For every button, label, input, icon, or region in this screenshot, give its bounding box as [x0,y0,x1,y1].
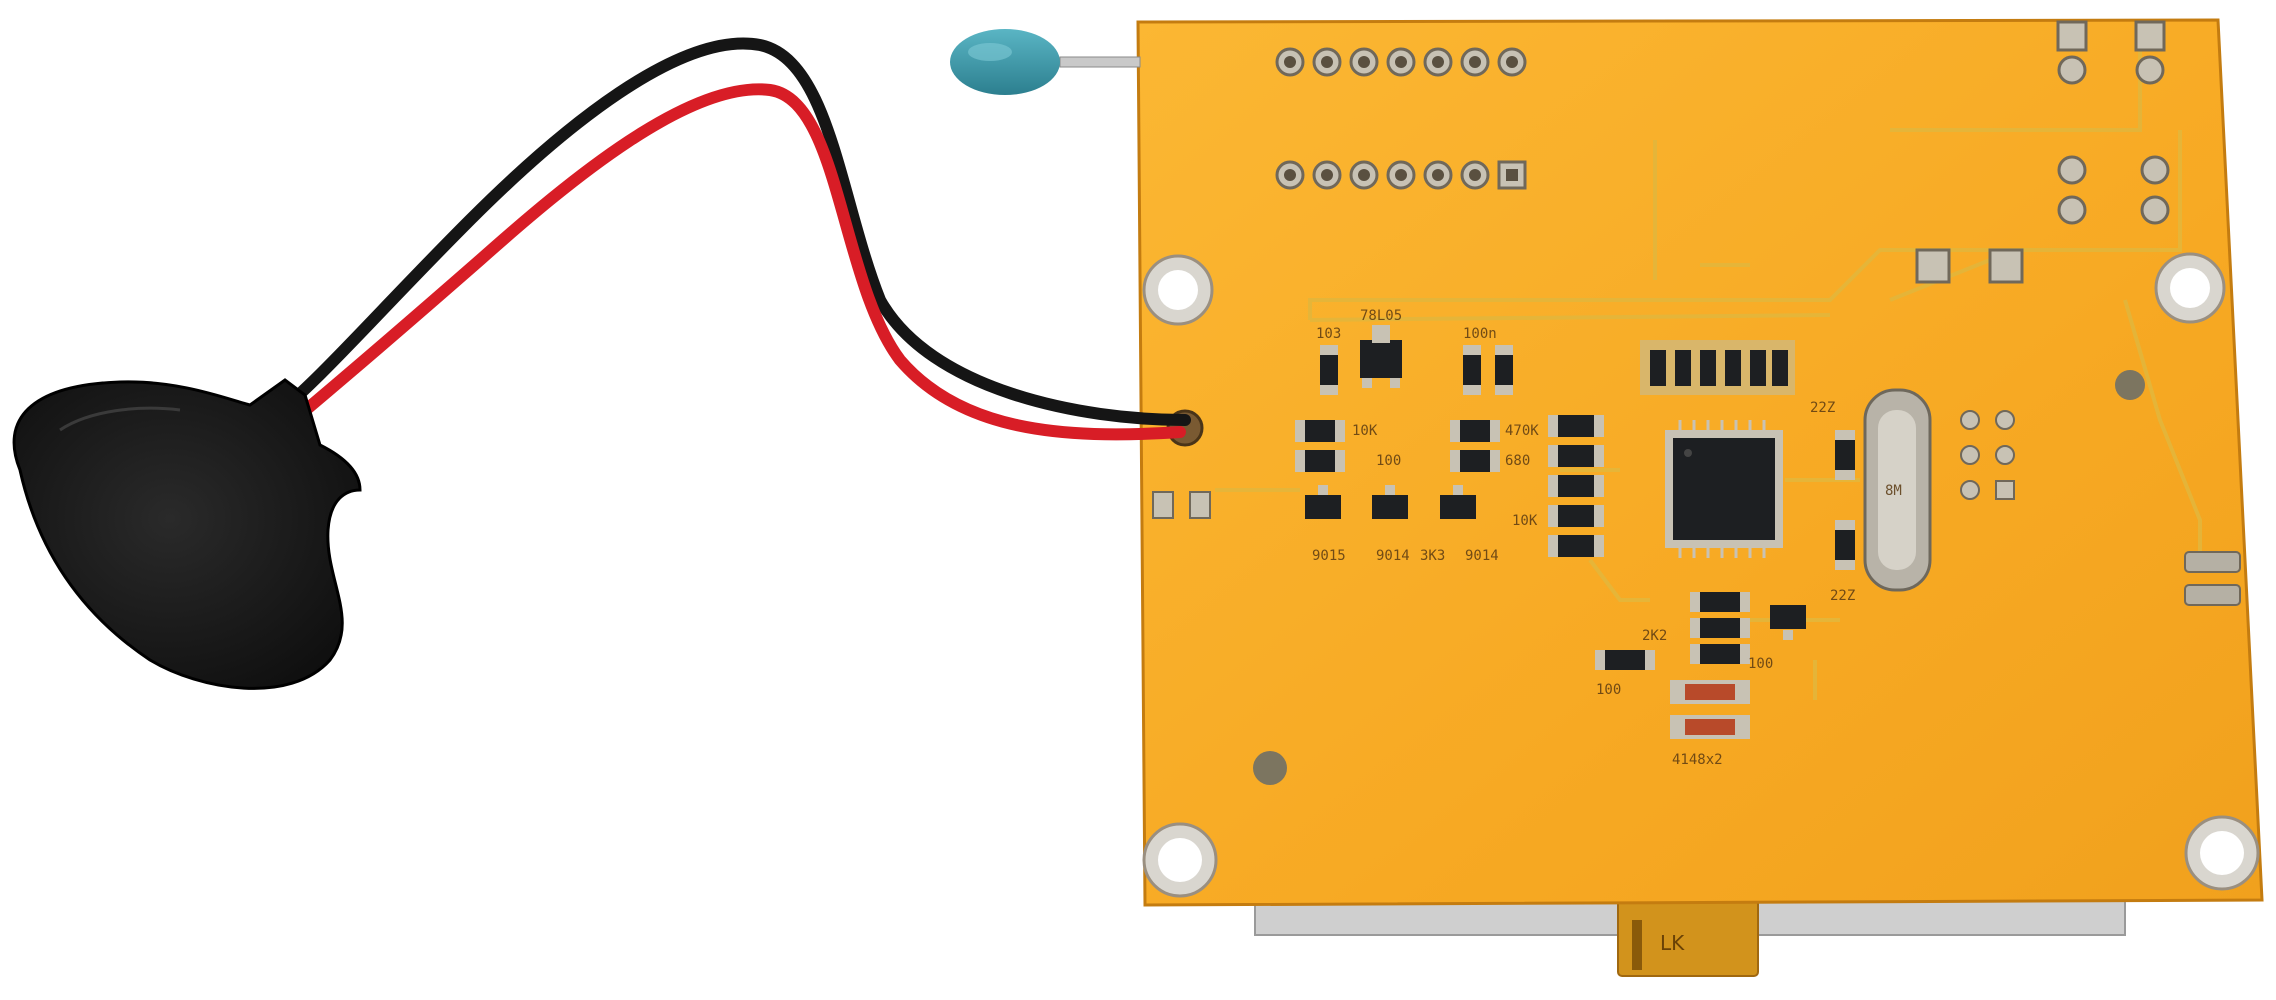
silk-r1: 10K [1352,423,1378,439]
wire-black [264,37,1191,426]
resistor-array [1640,340,1795,395]
smd-resistors-mid: 10K [1512,415,1604,557]
left-small-pads [1152,491,1211,519]
silk-c2: 100n [1463,326,1497,342]
transistors: 9015 9014 9014 3K3 [1305,485,1499,564]
smd-resistors-right: 22Z 22Z [1810,400,1855,604]
smd-resistors-left: 10K 470K 680 100 [1295,420,1539,472]
silk-u1: 78L05 [1360,308,1402,324]
teal-capacitor [950,29,1141,95]
silk-q2: 9014 [1376,548,1410,564]
battery-wires [264,37,1191,446]
flex-cable-label: LK [1660,931,1685,955]
silk-d1: 4148x2 [1672,752,1723,768]
header-pins-second-row [1275,160,1527,190]
silk-r3: 680 [1505,453,1530,469]
silk-r11: 100 [1748,656,1773,672]
flex-cable: LK [1617,899,1759,977]
smd-caps-top: 103 100n [1316,326,1513,395]
silk-r7: 22Z [1810,400,1835,416]
test-pad-grid [1960,410,2015,500]
right-pin-pairs [2056,20,2170,225]
silk-r6: 10K [1512,513,1538,529]
silk-r9: 22Z [1830,588,1855,604]
silk-r8: 2K2 [1642,628,1667,644]
smd-bottom-cluster: 2K2 100 100 4148x2 [1595,592,1806,768]
wire-red [264,83,1186,446]
silk-r10: 100 [1596,682,1621,698]
silk-r5: 3K3 [1420,548,1445,564]
battery-snap-connector [12,378,362,690]
via-large [1253,751,1287,785]
square-pads [1915,248,2024,284]
crystal-oscillator: 8M [1863,388,1932,592]
silk-r2: 470K [1505,423,1539,439]
mounting-holes [1142,252,2260,898]
silk-q3: 9014 [1465,548,1499,564]
via-large [2115,370,2145,400]
edge-pads [2184,551,2241,606]
silk-r4: 100 [1376,453,1401,469]
microcontroller-chip [1665,420,1783,558]
silk-xtal: 8M [1885,483,1902,499]
header-pins-top-row [1275,47,1527,77]
silk-q1: 9015 [1312,548,1346,564]
voltage-regulator: 78L05 [1360,308,1402,388]
silk-c1: 103 [1316,326,1341,342]
